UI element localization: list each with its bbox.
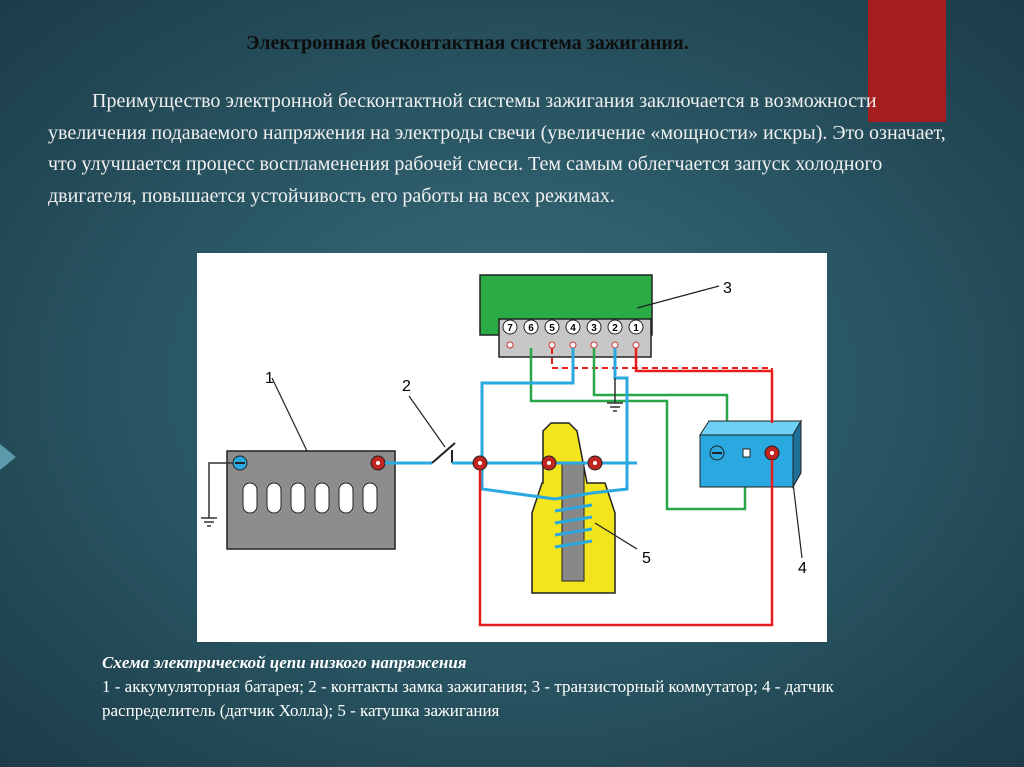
commutator: 7 6 5 4 3: [479, 274, 653, 358]
callout-5: 5: [642, 550, 651, 567]
callout-1: 1: [265, 370, 274, 387]
terminal-5: 5: [544, 319, 560, 335]
svg-text:6: 6: [528, 323, 534, 334]
ignition-coil: [480, 422, 629, 594]
callout-3: 3: [723, 280, 732, 297]
caption-heading: Схема электрической цепи низкого напряже…: [102, 653, 467, 672]
nav-triangle-icon: [0, 444, 16, 470]
callout-4: 4: [798, 560, 807, 577]
svg-text:3: 3: [591, 323, 597, 334]
terminal-1: 1: [628, 319, 644, 335]
terminal-4: 4: [565, 319, 581, 335]
svg-text:4: 4: [570, 323, 576, 334]
diagram-caption: Схема электрической цепи низкого напряже…: [102, 651, 902, 723]
hall-sensor: [699, 419, 802, 489]
ground-symbol-commutator: [607, 378, 623, 412]
terminal-6: 6: [523, 319, 539, 335]
slide-body-text: Преимущество электронной бесконтактной с…: [48, 90, 946, 207]
svg-text:1: 1: [633, 323, 639, 334]
svg-text:7: 7: [507, 323, 513, 334]
ignition-switch: [385, 442, 472, 465]
accent-bar: [868, 0, 946, 122]
ground-symbol-battery: [201, 462, 233, 527]
terminal-7: 7: [502, 319, 518, 335]
terminal-2: 2: [607, 319, 623, 335]
callout-2: 2: [402, 378, 411, 395]
caption-text: 1 - аккумуляторная батарея; 2 - контакты…: [102, 677, 834, 720]
circuit-diagram: 7 6 5 4 3: [197, 253, 827, 642]
battery: [226, 450, 396, 550]
terminal-3: 3: [586, 319, 602, 335]
svg-text:5: 5: [549, 323, 555, 334]
slide-title: Электронная бесконтактная система зажига…: [246, 32, 689, 54]
svg-text:2: 2: [612, 323, 618, 334]
junction-dots: [472, 455, 603, 471]
